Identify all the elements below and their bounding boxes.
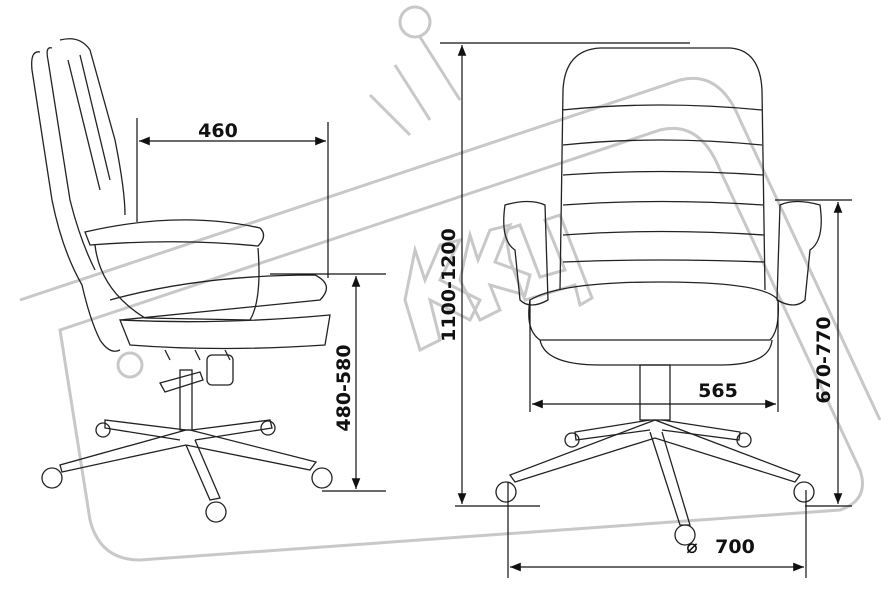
armrest-height-label: 670-770 — [813, 316, 835, 403]
diameter-symbol: ⌀ — [686, 536, 697, 558]
dimension-seat-height: 480-580 — [270, 273, 386, 492]
total-height-label: 1100-1200 — [438, 228, 460, 342]
dimension-armrest-height: 670-770 — [775, 199, 852, 507]
seat-depth-label: 460 — [198, 120, 238, 142]
seat-width-label: 565 — [698, 380, 738, 402]
dimension-seat-width: 565 — [529, 300, 779, 412]
dimension-seat-depth: 460 — [136, 118, 329, 278]
dimension-total-height: 1100-1200 — [438, 42, 690, 507]
dimension-base-diameter: ⌀ 700 — [507, 482, 807, 578]
chair-front-view — [495, 47, 822, 546]
seat-height-label: 480-580 — [333, 344, 355, 431]
chair-side-view — [31, 38, 333, 523]
base-diameter-label: 700 — [715, 536, 755, 558]
watermark-logo — [19, 5, 881, 562]
